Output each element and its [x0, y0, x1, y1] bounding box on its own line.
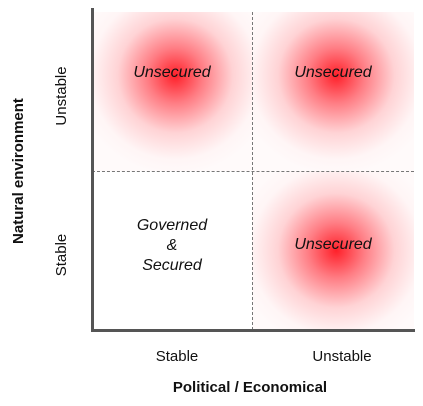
- x-tick-unstable: Unstable: [312, 348, 372, 365]
- quadrant-plot-area: Unsecured Unsecured Governed & Secured U…: [92, 12, 414, 330]
- quadrant-label-top-right: Unsecured: [294, 63, 372, 81]
- y-tick-unstable: Unstable: [53, 66, 70, 126]
- quadrant-top-right: Unsecured: [252, 12, 414, 171]
- x-tick-stable: Stable: [155, 348, 199, 365]
- quadrant-label-top-left: Unsecured: [133, 63, 211, 81]
- y-axis-line: [91, 8, 94, 332]
- y-tick-stable: Stable: [53, 233, 70, 277]
- quadrant-label-bottom-right: Unsecured: [294, 235, 372, 253]
- quadrant-bottom-left: Governed & Secured: [92, 171, 252, 330]
- x-axis-title: Political / Economical: [172, 379, 328, 396]
- quadrant-bottom-right: Unsecured: [252, 171, 414, 330]
- quadrant-label-bottom-left: Governed & Secured: [136, 216, 208, 274]
- y-axis-title: Natural environment: [10, 98, 27, 244]
- horizontal-divider: [92, 171, 414, 172]
- x-axis-line: [91, 329, 415, 332]
- quadrant-top-left: Unsecured: [92, 12, 252, 171]
